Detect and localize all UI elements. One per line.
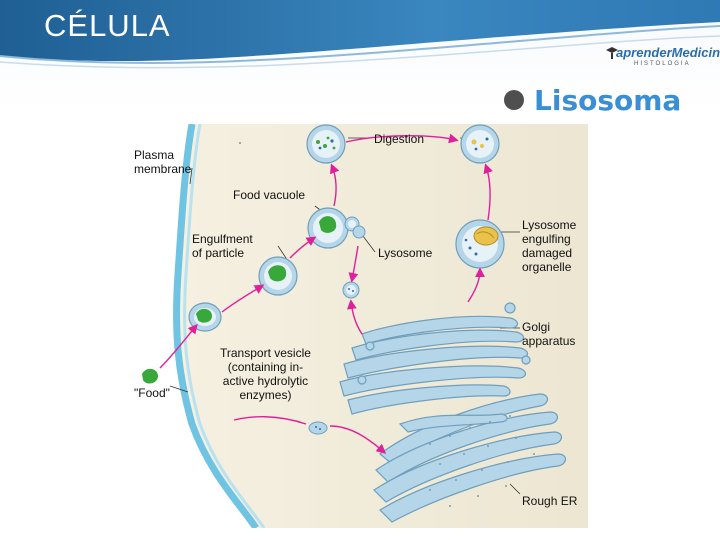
section-heading: Lisosoma [504,82,681,118]
process-arrows [159,133,493,454]
golgi-apparatus [339,302,531,415]
logo-text: aprenderMedicina [616,45,720,60]
label-food: "Food" [134,386,170,400]
digestion-vesicle-left [306,124,346,164]
lysosome [342,281,360,299]
engulfment-vesicle [258,256,298,296]
header-wave [0,0,720,69]
section-title: Lisosoma [534,83,682,117]
label-transport-vesicle: Transport vesicle (containing in- active… [220,346,311,402]
budding-vesicle [188,302,222,332]
label-rough-er: Rough ER [522,494,578,508]
diagram-drawing [130,124,588,528]
slide-title: CÉLULA [44,8,171,43]
food-vacuole [307,207,366,249]
slide-header: CÉLULA [0,0,720,110]
logo-subtext: HISTOLOGIA [634,61,691,67]
label-digestion: Digestion [374,132,425,146]
bullet-icon [504,90,524,110]
label-plasma-membrane: Plasma membrane [134,148,192,176]
label-golgi: Golgi apparatus [522,320,576,348]
lysosome-diagram: Digestion Plasma membrane Food vacuole E… [130,124,588,528]
ribosome-dots [429,415,535,507]
autophagy-vesicle [455,219,505,269]
brand-logo: aprenderMedicina HISTOLOGIA [606,45,720,75]
food-particle [142,368,158,384]
rough-er [373,393,567,523]
digestion-vesicle-right [460,124,500,164]
label-lysosome-engulfing: Lysosome engulfing damaged organelle [522,218,577,274]
label-engulfment: Engulfment of particle [192,232,253,260]
graduation-cap-icon [606,47,618,59]
label-lysosome: Lysosome [378,246,433,260]
label-food-vacuole: Food vacuole [233,188,306,202]
transport-vesicle [308,421,328,435]
